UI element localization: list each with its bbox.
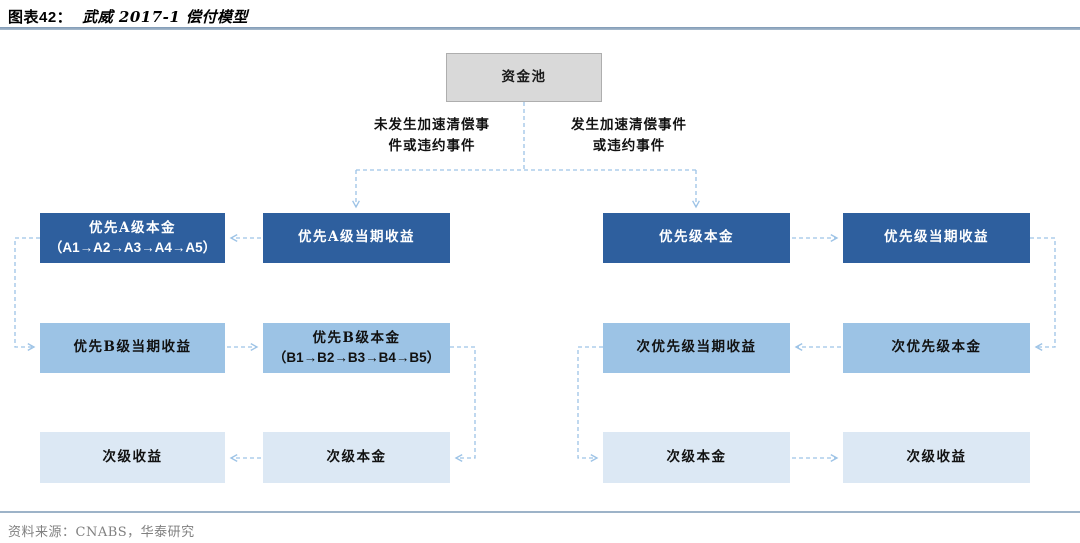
box-label: 次优先级当期收益 [636,339,757,356]
figure-number: 图表42： [8,9,73,26]
box-subordinate-income-left: 次级收益 [40,432,225,483]
box-label: 资金池 [501,68,547,85]
box-label: 次级收益 [906,448,967,465]
source-note: 资料来源：CNABS，华泰研究 [8,525,195,540]
box-priority-a-current-income: 优先A级当期收益 [263,213,450,263]
box-priority-b-principal: 优先B级本金 （B1→B2→B3→B4→B5） [263,323,450,373]
box-label: 优先级当期收益 [884,229,989,246]
box-subordinate-income-right: 次级收益 [843,432,1030,483]
box-label: 次级收益 [102,448,163,465]
branch-label-no-acceleration: 未发生加速清偿事 件或违约事件 [374,117,490,154]
box-label: 次优先级本金 [891,339,982,356]
box-sub-priority-principal: 次优先级本金 [843,323,1030,373]
box-sublabel: （A1→A2→A3→A4→A5） [48,240,217,255]
box-capital-pool: 资金池 [446,53,602,102]
box-priority-a-principal: 优先A级本金 （A1→A2→A3→A4→A5） [40,213,225,263]
box-label: 次级本金 [666,448,727,465]
title-divider [0,27,1080,30]
box-priority-current-income: 优先级当期收益 [843,213,1030,263]
box-label: 优先级本金 [659,229,734,246]
box-label: 优先A级本金 [89,220,176,237]
branch-label-acceleration: 发生加速清偿事件 或违约事件 [571,117,687,154]
box-label: 次级本金 [326,448,387,465]
box-priority-b-current-income: 优先B级当期收益 [40,323,225,373]
box-sub-priority-current-income: 次优先级当期收益 [603,323,790,373]
figure-title: 图表42： 武威 2017-1 偿付模型 [8,6,248,27]
box-subordinate-principal-right: 次级本金 [603,432,790,483]
box-label: 优先B级当期收益 [73,339,192,356]
box-label: 优先B级本金 [312,330,401,347]
figure-name: 武威 2017-1 偿付模型 [82,8,249,26]
box-priority-principal: 优先级本金 [603,213,790,263]
box-label: 优先A级当期收益 [298,229,415,246]
box-sublabel: （B1→B2→B3→B4→B5） [272,350,441,365]
box-subordinate-principal-left: 次级本金 [263,432,450,483]
footer-divider [0,511,1080,513]
